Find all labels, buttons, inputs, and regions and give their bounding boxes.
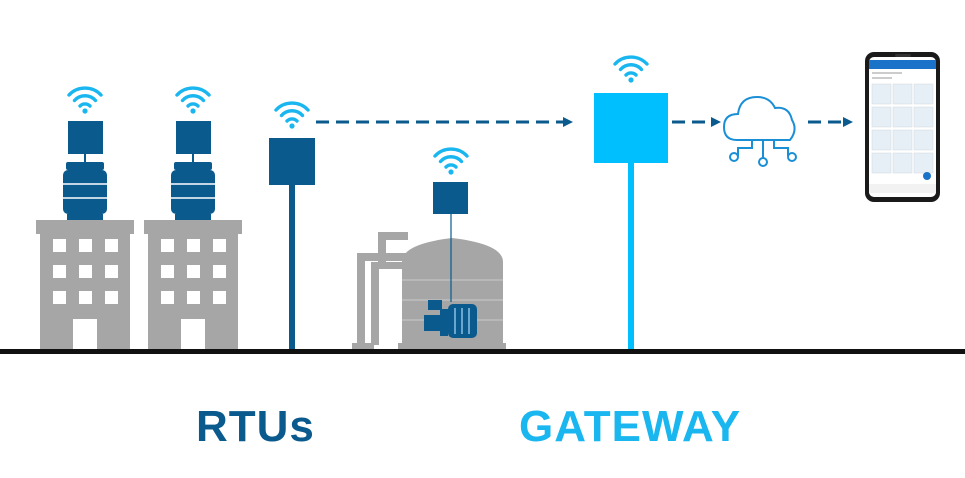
rtu-box — [68, 121, 103, 154]
rtu-box — [176, 121, 211, 154]
wifi-icon — [613, 55, 649, 85]
ground-tank-station — [352, 147, 506, 350]
gateway-box — [594, 93, 668, 163]
wifi-icon — [67, 86, 103, 116]
cloud-network-icon — [722, 95, 797, 167]
rooftop-water-tank-icon — [170, 161, 216, 221]
building-1 — [36, 86, 134, 351]
rtu-box — [433, 182, 468, 214]
pole-rtu — [269, 101, 315, 351]
rooftop-water-tank-icon — [62, 161, 108, 221]
wifi-icon — [175, 86, 211, 116]
wifi-icon — [274, 101, 310, 131]
building-2 — [144, 86, 242, 351]
wifi-icon — [433, 147, 469, 177]
building-icon — [144, 220, 242, 351]
building-icon — [36, 220, 134, 351]
gateway-pole — [628, 162, 634, 351]
ground-line — [0, 349, 965, 354]
rtu-box — [269, 138, 315, 185]
gateway — [594, 55, 668, 351]
gateway-label: GATEWAY — [519, 402, 742, 451]
rtu-pole — [289, 185, 295, 351]
smartphone-icon — [865, 52, 940, 202]
rtus-label: RTUs — [196, 402, 315, 451]
pump-icon — [424, 300, 477, 338]
